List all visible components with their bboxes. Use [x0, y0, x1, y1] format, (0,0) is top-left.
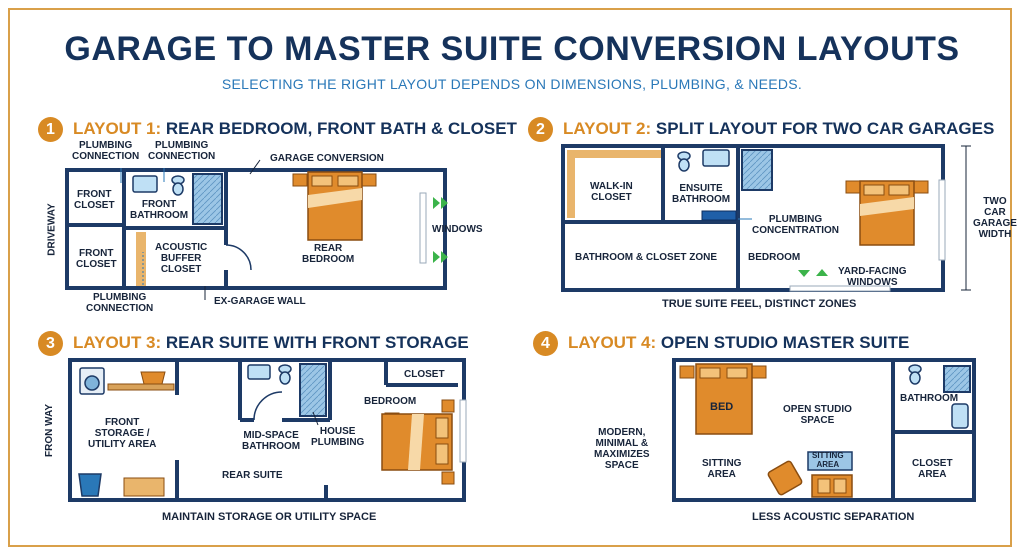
l4-closet-area: CLOSET AREA [912, 458, 953, 480]
l1-garage-conversion: GARAGE CONVERSION [270, 153, 384, 164]
l1-plumbing-connection-2: PLUMBING CONNECTION [148, 140, 216, 162]
l2-plumbing-concentration: PLUMBING CONCENTRATION [752, 214, 840, 236]
l3-bedroom: BEDROOM [364, 396, 417, 407]
l2-two-car-width: TWO CAR GARAGE WIDTH [973, 196, 1017, 240]
l1-plumbing-connection-1: PLUMBING CONNECTION [72, 140, 140, 162]
layout1-window [419, 192, 427, 264]
layout1-sink [132, 175, 158, 193]
l1-front-closet-top: FRONT CLOSET [74, 189, 115, 211]
layout1-badge: 1 [38, 117, 63, 142]
l3-mid-space-bath: MID-SPACE BATHROOM [242, 430, 301, 452]
layout2-heading-num: LAYOUT 2: [563, 119, 652, 138]
l1-front-bathroom: FRONT BATHROOM [130, 199, 189, 221]
l3-caption: MAINTAIN STORAGE OR UTILITY SPACE [162, 511, 377, 523]
layout4-heading: LAYOUT 4: OPEN STUDIO MASTER SUITE [568, 333, 909, 353]
layout3-shower [299, 363, 327, 417]
l3-front-storage: FRONT STORAGE / UTILITY AREA [88, 417, 157, 450]
layout3-heading-text: REAR SUITE WITH FRONT STORAGE [165, 333, 469, 352]
l1-rear-bedroom: REAR BEDROOM [302, 243, 355, 265]
l4-caption: LESS ACOUSTIC SEPARATION [752, 511, 915, 523]
l3-rear-suite: REAR SUITE [222, 470, 283, 481]
l3-fron-way: FRON WAY [43, 404, 55, 457]
layout4-armchair [767, 460, 803, 496]
l2-walk-in-closet: WALK-IN CLOSET [590, 181, 633, 203]
l4-bathroom: BATHROOM [900, 393, 959, 404]
layout1-heading-num: LAYOUT 1: [73, 119, 162, 138]
page-subtitle: SELECTING THE RIGHT LAYOUT DEPENDS ON DI… [221, 76, 803, 92]
layout3-heading-num: LAYOUT 3: [73, 333, 162, 352]
l1-plumbing-connection-bottom: PLUMBING CONNECTION [86, 292, 154, 314]
layout3-heading: LAYOUT 3: REAR SUITE WITH FRONT STORAGE [73, 333, 469, 353]
l4-bed: BED [710, 401, 734, 413]
l2-caption: TRUE SUITE FEEL, DISTINCT ZONES [662, 298, 857, 310]
l1-driveway: DRIVEWAY [46, 203, 58, 256]
l4-sitting-area-1: SITTING AREA [702, 458, 742, 480]
layout1-shower [192, 173, 223, 225]
l2-yard-facing: YARD-FACING WINDOWS [838, 266, 907, 288]
layout2-badge: 2 [528, 117, 553, 142]
layout1-plan [65, 159, 448, 300]
layout4-rug [807, 451, 853, 471]
l1-front-closet-bottom: FRONT CLOSET [76, 248, 117, 270]
l4-sitting-area-2: SITTING AREA [812, 451, 844, 469]
l2-ensuite-bathroom: ENSUITE BATHROOM [672, 183, 731, 205]
layout4-heading-text: OPEN STUDIO MASTER SUITE [660, 333, 910, 352]
l3-house-plumbing: HOUSE PLUMBING [311, 426, 365, 448]
l3-closet: CLOSET [404, 369, 445, 380]
layout2-heading-text: SPLIT LAYOUT FOR TWO CAR GARAGES [655, 119, 995, 138]
layout1-plumbing-strip [136, 232, 146, 286]
l4-modern: MODERN, MINIMAL & MAXIMIZES SPACE [594, 427, 650, 471]
layout4-heading-num: LAYOUT 4: [568, 333, 657, 352]
layout2-plan [561, 144, 971, 292]
layout4-badge: 4 [533, 331, 558, 356]
layout2-shower [741, 149, 773, 191]
layout3-hamper [78, 473, 102, 497]
layout2-plumbing-block [701, 210, 737, 221]
l2-bedroom: BEDROOM [748, 252, 801, 263]
layout4-plan [672, 358, 976, 502]
layout2-heading: LAYOUT 2: SPLIT LAYOUT FOR TWO CAR GARAG… [563, 119, 994, 139]
l4-open-studio: OPEN STUDIO SPACE [783, 404, 852, 426]
l1-ex-garage-wall: EX-GARAGE WALL [214, 296, 306, 307]
page-title: GARAGE TO MASTER SUITE CONVERSION LAYOUT… [64, 30, 960, 68]
l2-bathroom-closet-zone: BATHROOM & CLOSET ZONE [575, 252, 718, 263]
layout1-heading: LAYOUT 1: REAR BEDROOM, FRONT BATH & CLO… [73, 119, 517, 139]
l1-windows: WINDOWS [432, 224, 483, 235]
outer-frame [8, 8, 1012, 547]
l1-acoustic-buffer: ACOUSTIC BUFFER CLOSET [155, 242, 208, 275]
layout3-plan [68, 358, 467, 502]
layout1-heading-text: REAR BEDROOM, FRONT BATH & CLOSET [165, 119, 517, 138]
layout3-badge: 3 [38, 331, 63, 356]
